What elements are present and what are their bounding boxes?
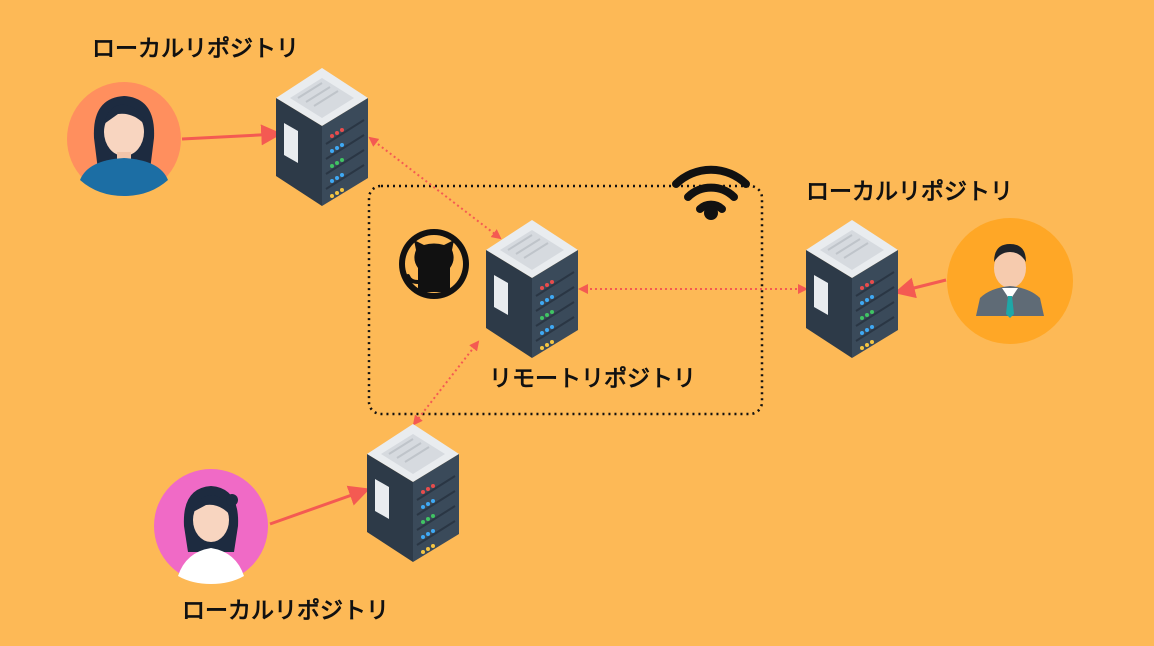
label-local-repository-top-left: ローカルリポジトリ [92,35,299,62]
github-octocat-icon [399,229,469,299]
server-icon-local-top-left [275,67,369,207]
server-icon-local-right [805,219,899,359]
sync-link-bottom [412,340,480,426]
user-arrow-right [893,277,947,299]
server-icon-remote [485,219,579,359]
avatar-businessman-right [947,218,1073,344]
avatar-woman-top-left [67,82,181,196]
server-icon-local-bottom [366,423,460,563]
wifi-icon [672,165,750,220]
user-arrow-bottom [269,485,370,526]
label-local-repository-right: ローカルリポジトリ [806,178,1013,205]
label-remote-repository: リモートリポジトリ [489,365,696,392]
sync-link-top-left [368,136,502,240]
avatar-woman-bottom [154,469,268,584]
label-local-repository-bottom: ローカルリポジトリ [182,597,389,624]
user-arrow-top-left [181,124,283,146]
